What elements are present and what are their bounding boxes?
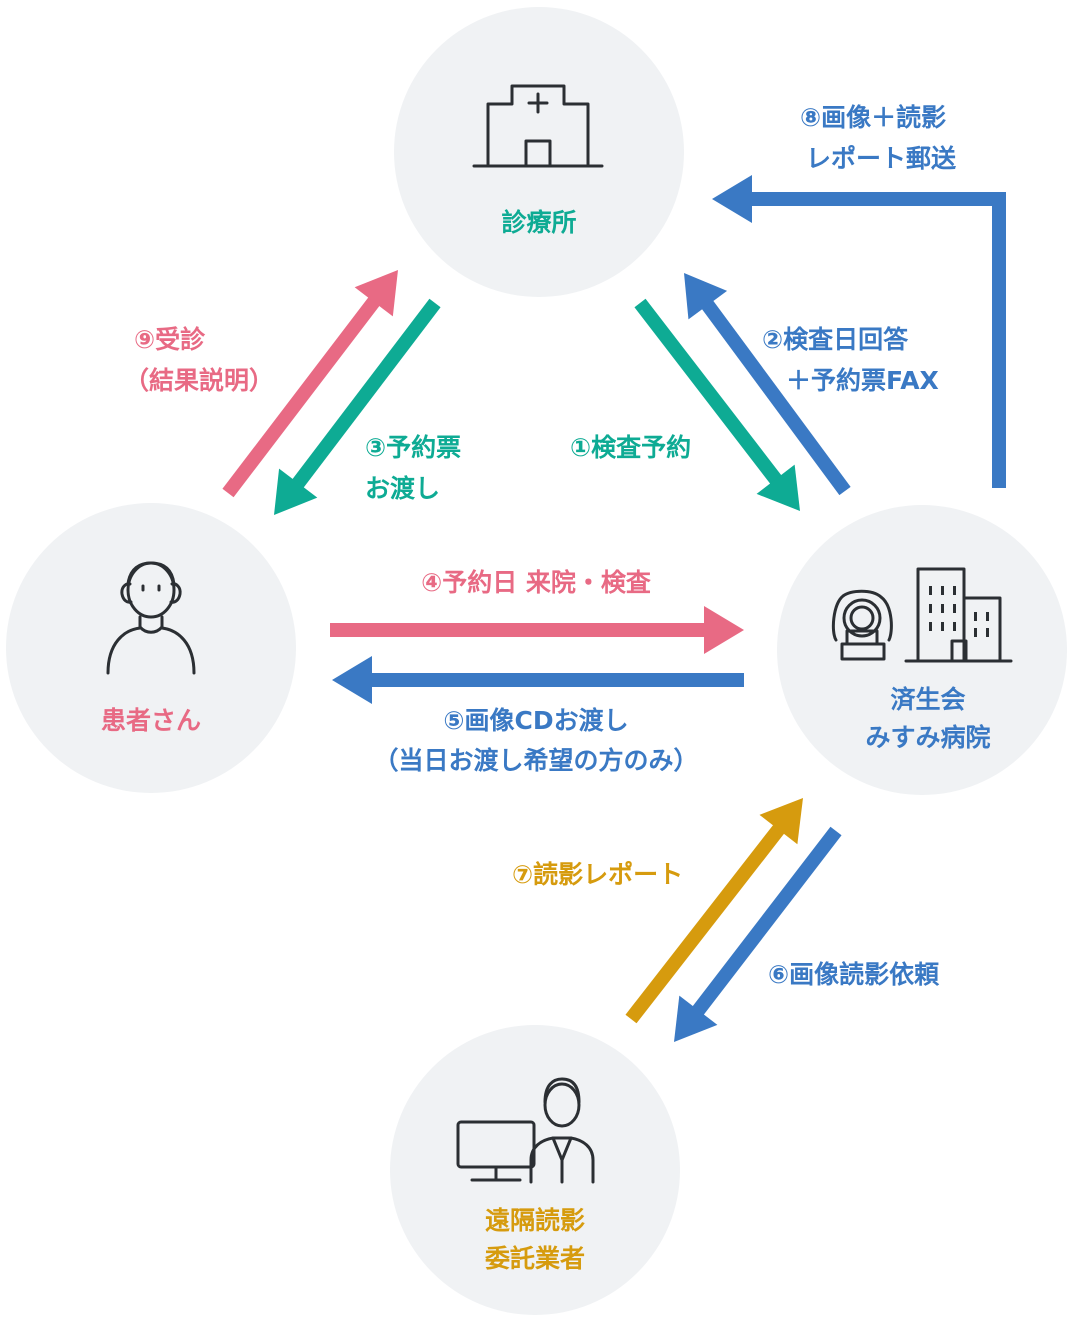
flow-label-2-line2: ＋予約票FAX xyxy=(786,366,939,395)
flow-label-7: ⑦読影レポート xyxy=(512,860,683,889)
flow-label-9-line1: ⑨受診 xyxy=(134,325,206,354)
arrow-step-4-head xyxy=(704,606,744,654)
arrow-step-6-head xyxy=(674,995,718,1042)
arrow-step-3-head xyxy=(274,468,318,515)
person-icon xyxy=(106,561,196,675)
clinic-building-icon xyxy=(472,84,604,168)
flow-label-4-line1: ④予約日 来院・検査 xyxy=(421,568,651,597)
arrow-step-3-shaft xyxy=(291,298,441,489)
arrow-step-2-shaft xyxy=(700,299,851,496)
ct-scanner-and-hospital-icon xyxy=(831,567,1013,663)
flow-label-9: ⑨受診 （結果説明） xyxy=(124,325,274,395)
arrow-step-9-shaft xyxy=(222,295,381,498)
flow-label-5: ⑤画像CDお渡し （当日お渡し希望の方のみ） xyxy=(373,706,698,775)
arrow-step-2-head xyxy=(684,273,728,320)
arrow-step-2 xyxy=(684,273,851,496)
arrow-step-3 xyxy=(274,298,441,515)
flow-label-4: ④予約日 来院・検査 xyxy=(421,568,651,597)
flow-label-6: ⑥画像読影依頼 xyxy=(768,960,940,989)
flow-label-3-line2: お渡し xyxy=(365,474,440,503)
arrow-step-6 xyxy=(674,826,842,1042)
hospital-label-line1: 済生会 xyxy=(890,685,965,714)
arrow-step-8-head xyxy=(712,175,752,223)
flow-label-3: ③予約票 お渡し xyxy=(365,433,461,503)
flow-label-3-line1: ③予約票 xyxy=(365,433,461,462)
hospital-circle xyxy=(777,505,1067,795)
arrow-step-1 xyxy=(634,298,800,511)
arrow-step-1-shaft xyxy=(634,298,783,486)
flow-label-6-line1: ⑥画像読影依頼 xyxy=(768,960,940,989)
node-hospital: 済生会 みすみ病院 xyxy=(777,505,1067,795)
arrow-step-1-head xyxy=(756,464,800,511)
vendor-circle xyxy=(390,1025,680,1315)
arrow-step-7-shaft xyxy=(625,823,786,1024)
vendor-label-line1: 遠隔読影 xyxy=(485,1206,585,1235)
clinic-circle xyxy=(394,7,684,297)
arrow-step-6-shaft xyxy=(691,826,842,1017)
node-clinic: 診療所 xyxy=(394,7,684,297)
flow-label-1: ①検査予約 xyxy=(570,433,691,462)
clinic-label: 診療所 xyxy=(501,208,576,237)
flow-label-7-line1: ⑦読影レポート xyxy=(512,860,683,889)
arrow-step-8 xyxy=(712,175,1006,488)
flow-label-2-line1: ②検査日回答 xyxy=(762,325,909,354)
arrow-step-5-head xyxy=(332,656,372,704)
flow-label-5-line2: （当日お渡し希望の方のみ） xyxy=(373,746,698,775)
arrows-layer xyxy=(222,175,1006,1042)
arrow-step-5 xyxy=(332,656,744,704)
arrow-step-7 xyxy=(625,798,803,1024)
flow-label-5-line1: ⑤画像CDお渡し xyxy=(443,706,628,735)
hospital-windows xyxy=(929,586,989,637)
arrow-step-4 xyxy=(330,606,744,654)
patient-circle xyxy=(6,503,296,793)
node-patient: 患者さん xyxy=(6,503,296,793)
node-vendor: 遠隔読影 委託業者 xyxy=(390,1025,680,1315)
hospital-label-line2: みすみ病院 xyxy=(865,723,990,752)
arrow-step-9-head xyxy=(354,270,398,317)
arrow-step-8-shaft xyxy=(750,192,1006,488)
arrow-step-7-head xyxy=(759,798,803,845)
arrow-step-9 xyxy=(222,270,398,498)
flow-label-2: ②検査日回答 ＋予約票FAX xyxy=(762,325,939,395)
vendor-label-line2: 委託業者 xyxy=(484,1244,585,1273)
doctor-at-computer-icon xyxy=(456,1077,595,1184)
flow-label-1-line1: ①検査予約 xyxy=(570,433,691,462)
flow-label-9-line2: （結果説明） xyxy=(124,366,274,395)
flow-label-8: ⑧画像＋読影 レポート郵送 xyxy=(800,103,956,173)
patient-label: 患者さん xyxy=(101,706,201,735)
flow-label-8-line1: ⑧画像＋読影 xyxy=(800,103,946,132)
flow-label-8-line2: レポート郵送 xyxy=(806,144,956,173)
